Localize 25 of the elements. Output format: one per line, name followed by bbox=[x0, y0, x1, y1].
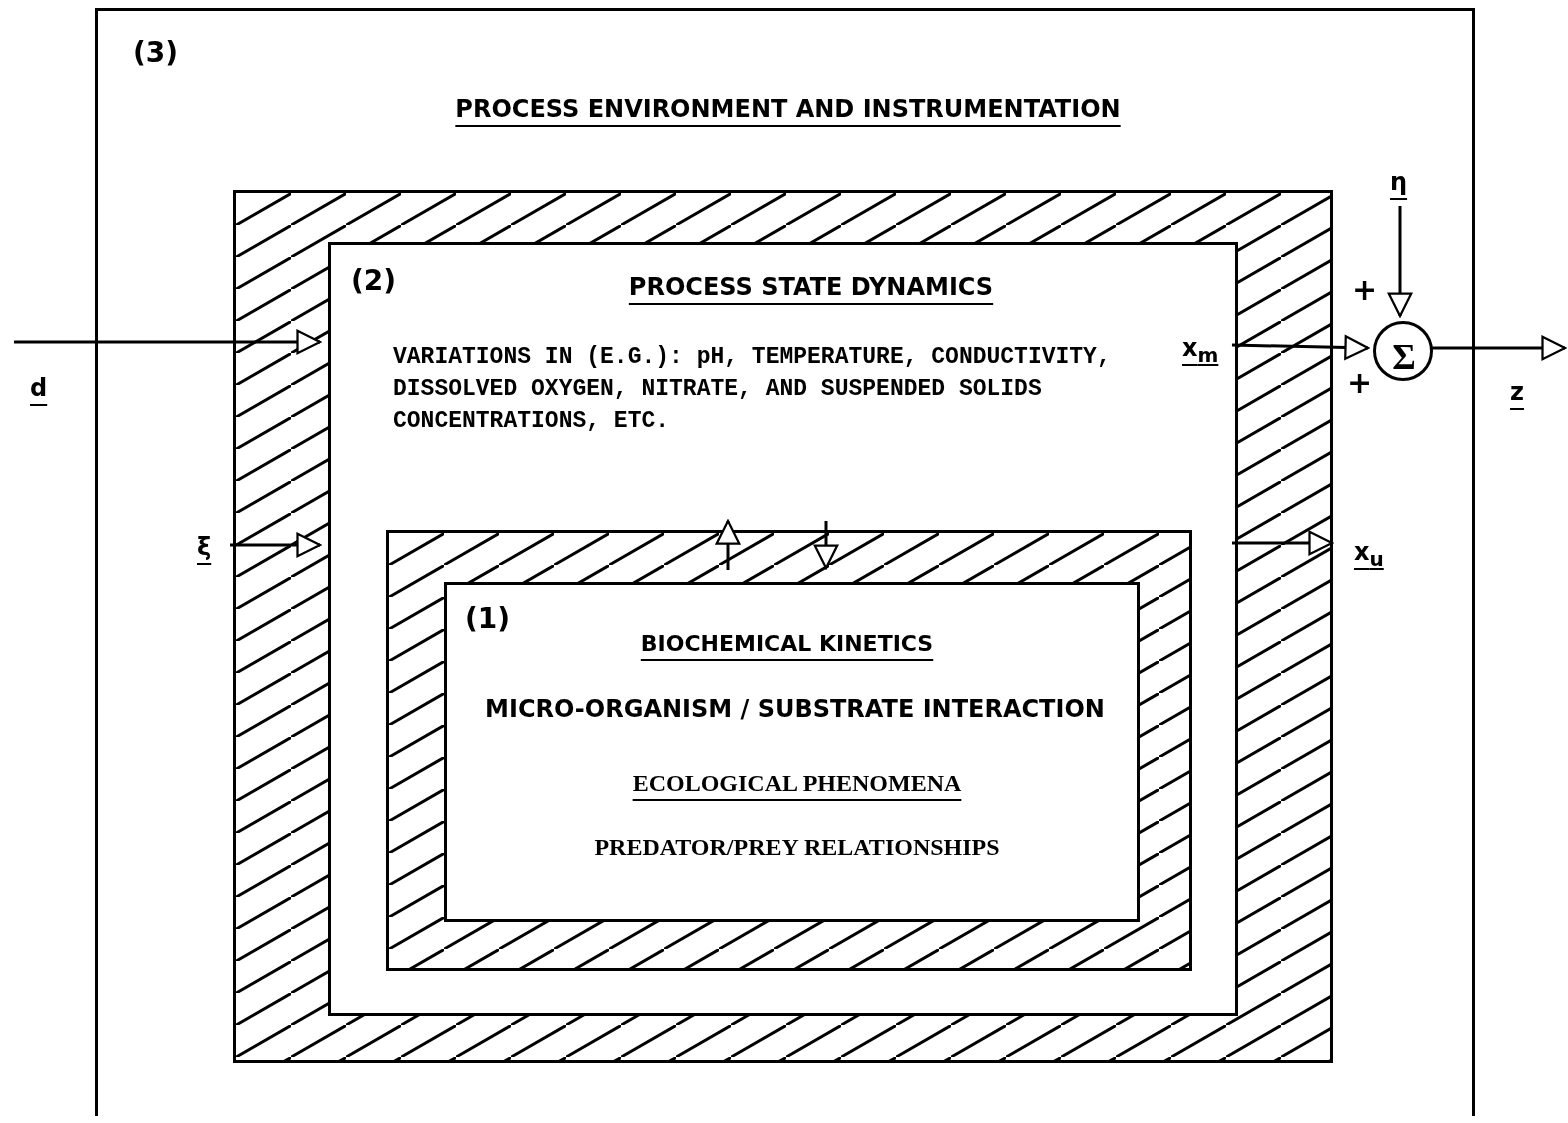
body-text: MICRO-ORGANISM / SUBSTRATE INTERACTION bbox=[484, 694, 1106, 725]
hatched-frame bbox=[386, 530, 1192, 971]
sigma-symbol: Σ bbox=[1391, 336, 1417, 379]
box-heading: ECOLOGICAL PHENOMENA bbox=[631, 769, 963, 798]
process-box bbox=[95, 8, 1475, 1116]
arrow bbox=[1430, 335, 1567, 361]
arrow bbox=[715, 519, 741, 570]
arrow bbox=[813, 521, 839, 570]
box-heading: PROCESS STATE DYNAMICS bbox=[627, 272, 995, 303]
arrow bbox=[230, 532, 322, 558]
box-number: (2) bbox=[351, 263, 398, 299]
box-heading: PROCESS ENVIRONMENT AND INSTRUMENTATION bbox=[454, 94, 1122, 125]
arrow bbox=[14, 329, 322, 355]
arrow bbox=[1232, 530, 1334, 556]
arrow bbox=[1387, 206, 1413, 318]
box-number: (3) bbox=[133, 35, 180, 71]
body-text: PREDATOR/PREY RELATIONSHIPS bbox=[593, 833, 1001, 862]
process-box bbox=[444, 582, 1140, 922]
box-number: (1) bbox=[465, 601, 512, 637]
summing-junction bbox=[1373, 321, 1433, 381]
box-heading: BIOCHEMICAL KINETICS bbox=[639, 630, 935, 658]
hatched-frame bbox=[233, 190, 1333, 1063]
body-text: VARIATIONS IN (E.G.): pH, TEMPERATURE, CONDUCTIVITY, DISSOLVED OXYGEN, NITRATE, AND SUSPENDED SOLIDS CONCENTRATIONS, ETC. bbox=[393, 343, 1112, 437]
arrow bbox=[1231, 335, 1370, 360]
process-box bbox=[328, 242, 1238, 1016]
